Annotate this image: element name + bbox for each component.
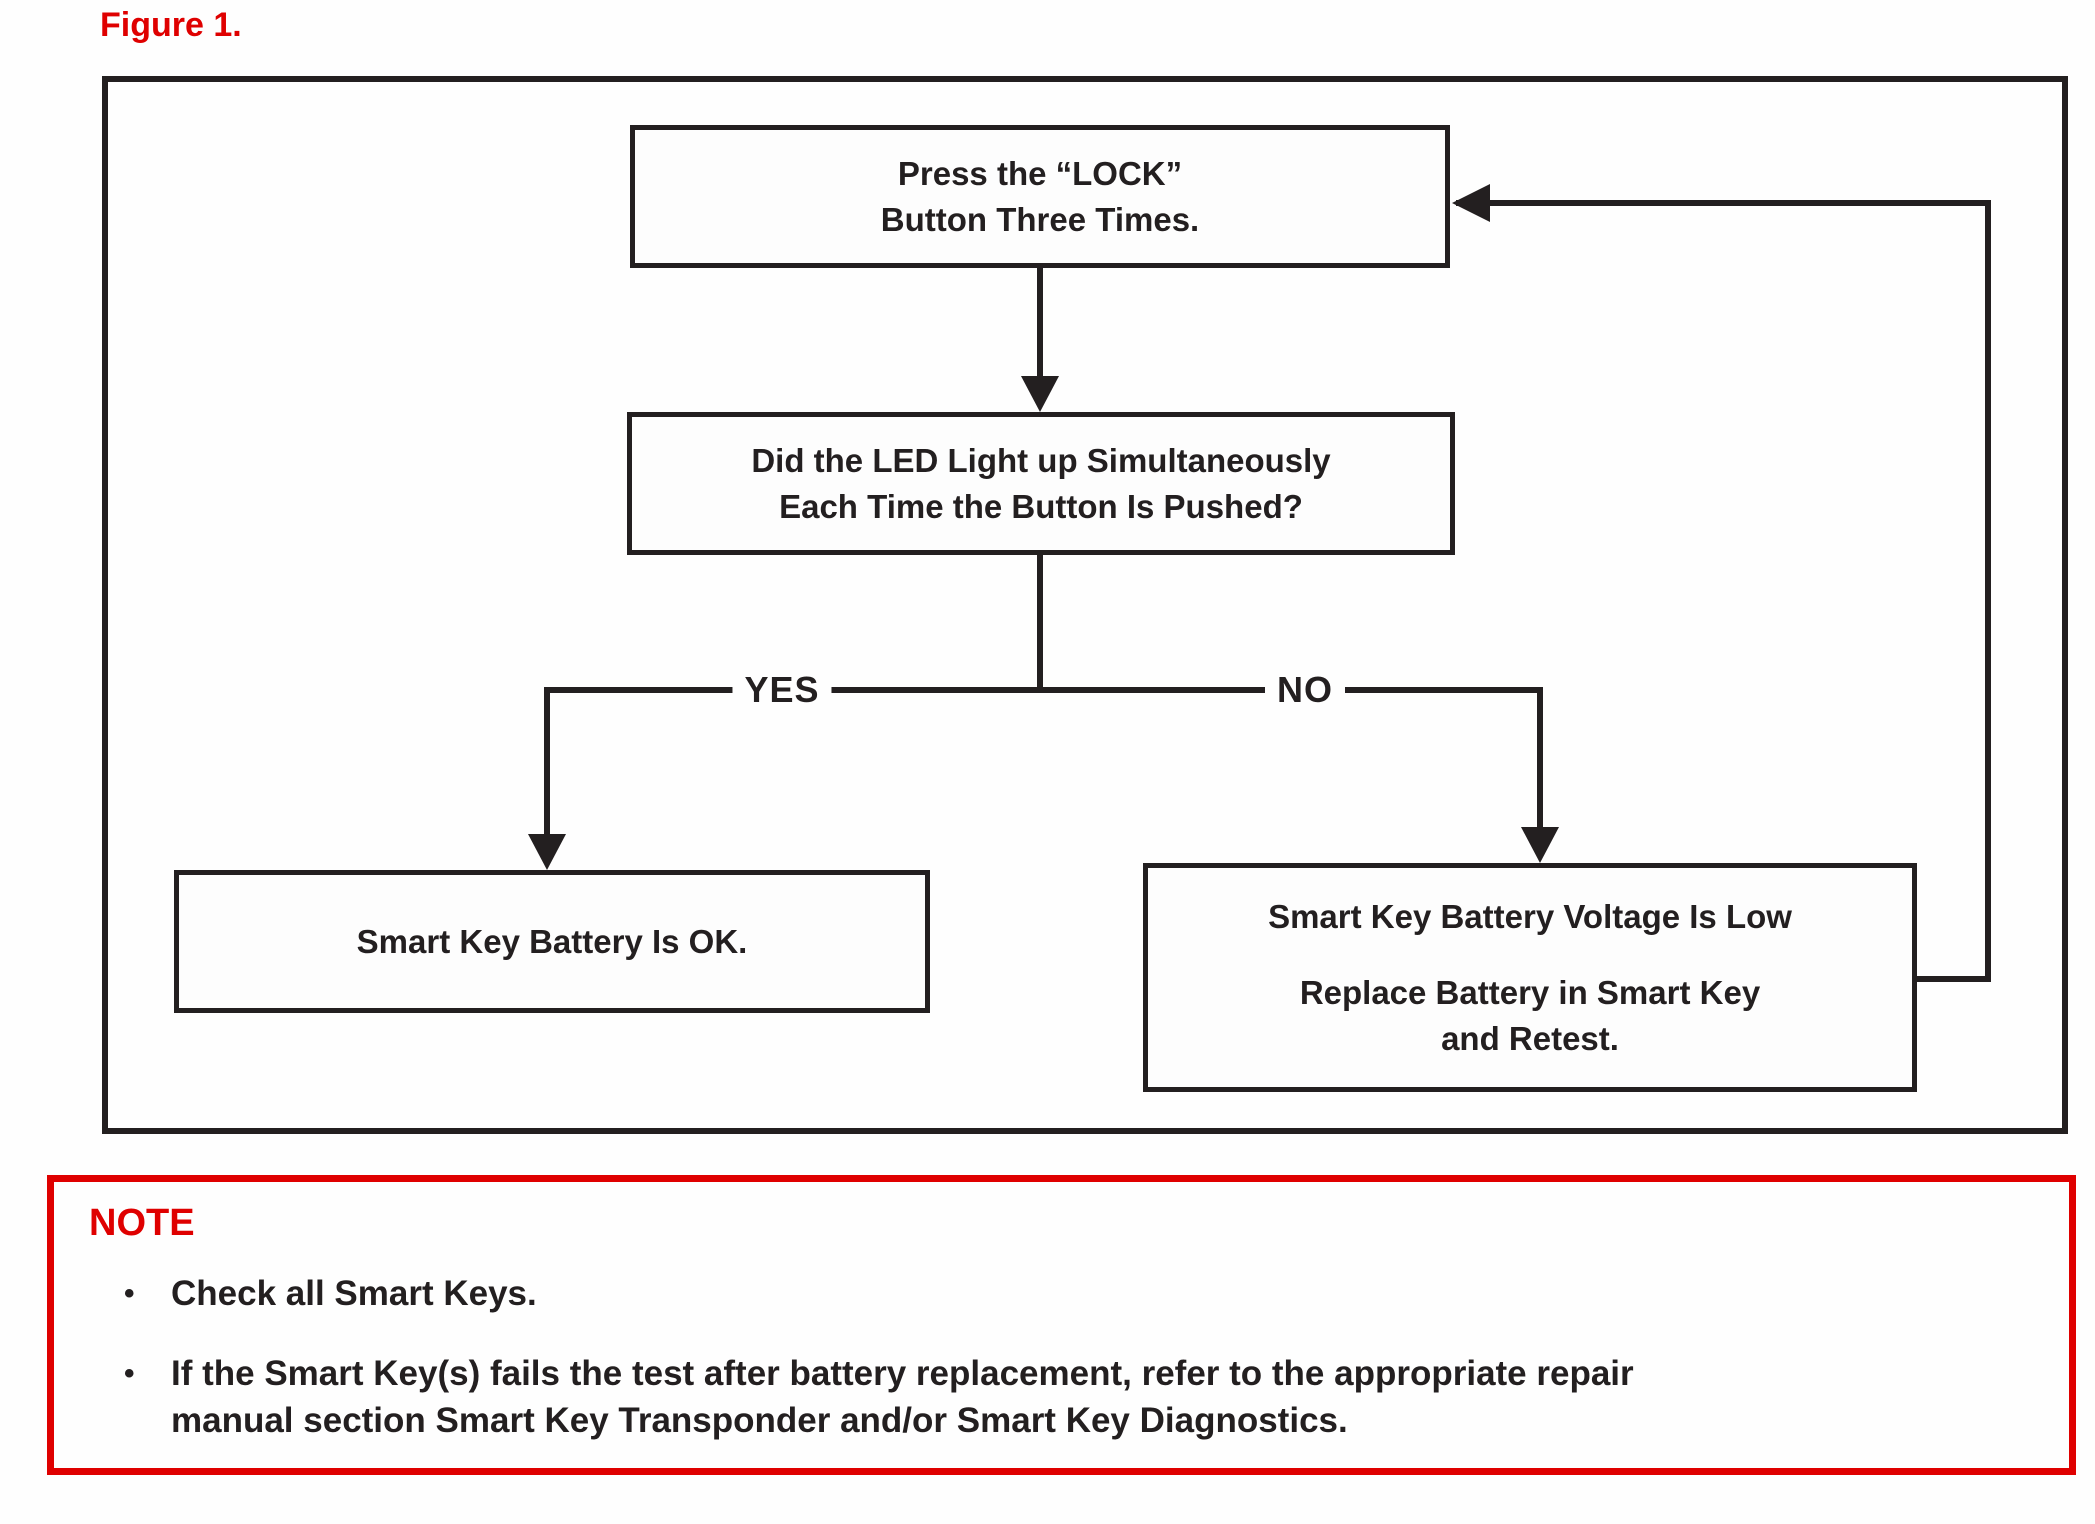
result-box-line: Smart Key Battery Is OK.: [356, 922, 748, 960]
connector-feedback-vertical: [1985, 200, 1991, 982]
step-box-line: Button Three Times.: [880, 200, 1200, 238]
decision-box-line: Each Time the Button Is Pushed?: [779, 487, 1303, 525]
connector-feedback-top: [1456, 200, 1991, 206]
no-branch-label: NO: [1265, 669, 1345, 711]
result-box-line: Replace Battery in Smart Key: [1299, 973, 1761, 1011]
result-box-battery-low: Smart Key Battery Voltage Is Low Replace…: [1143, 863, 1917, 1092]
note-bullet-text: Check all Smart Keys.: [171, 1274, 537, 1313]
arrowhead-down-icon: [528, 834, 566, 870]
bullet-icon: •: [124, 1277, 135, 1310]
bullet-icon: •: [124, 1357, 135, 1390]
figure-caption: Figure 1.: [100, 6, 242, 44]
arrowhead-left-icon: [1452, 184, 1490, 222]
arrowhead-down-icon: [1021, 376, 1059, 412]
yes-branch-label: YES: [732, 669, 832, 711]
connector-decision-to-branch: [1037, 553, 1043, 693]
connector-branch-horizontal: [544, 687, 1543, 693]
note-title: NOTE: [89, 1202, 195, 1244]
note-bullet-text: manual section Smart Key Transponder and…: [171, 1401, 1348, 1440]
note-bullet: • If the Smart Key(s) fails the test aft…: [116, 1350, 1634, 1444]
note-bullet: • Check all Smart Keys.: [116, 1270, 537, 1317]
arrowhead-down-icon: [1521, 827, 1559, 863]
connector-no-branch: [1537, 687, 1543, 829]
note-box: NOTE • Check all Smart Keys. • If the Sm…: [47, 1175, 2076, 1475]
decision-box-led: Did the LED Light up Simultaneously Each…: [627, 412, 1455, 555]
result-box-battery-ok: Smart Key Battery Is OK.: [174, 870, 930, 1013]
connector-feedback-bottom: [1917, 976, 1991, 982]
step-box-press-lock: Press the “LOCK” Button Three Times.: [630, 125, 1450, 268]
connector-yes-branch: [544, 687, 550, 836]
result-box-line: and Retest.: [1441, 1019, 1619, 1057]
note-bullet-text: If the Smart Key(s) fails the test after…: [171, 1354, 1634, 1393]
connector-step-to-decision: [1037, 266, 1043, 380]
result-box-title: Smart Key Battery Voltage Is Low: [1268, 897, 1792, 935]
decision-box-line: Did the LED Light up Simultaneously: [751, 441, 1331, 479]
step-box-line: Press the “LOCK”: [897, 154, 1183, 192]
